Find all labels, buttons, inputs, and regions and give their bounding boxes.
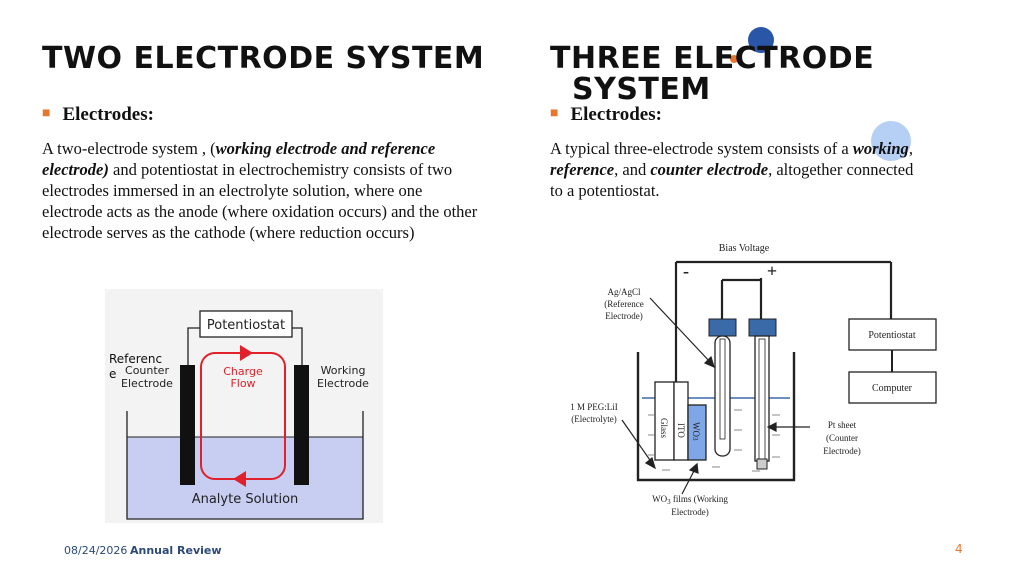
right-para-counter: counter electrode — [650, 160, 769, 179]
wo3-label: WO3 — [691, 422, 701, 441]
right-title: THREE ELECTRODE SYSTEM — [550, 41, 874, 108]
pt-label-3: Electrode) — [823, 446, 860, 456]
right-title-line2: SYSTEM — [572, 72, 711, 107]
two-electrode-svg: Potentiostat Charge Flow Counter Electro… — [121, 310, 369, 520]
callout-arrows — [621, 297, 810, 495]
left-para-post: and potentiostat in electrochemistry con… — [42, 160, 478, 242]
right-para-working: working — [852, 139, 909, 158]
pt-label-2: (Counter — [826, 433, 858, 443]
charge-flow-label-1: Charge — [223, 365, 263, 378]
charge-flow-arrow-top — [240, 345, 253, 361]
footer-review: Annual Review — [130, 544, 222, 557]
decor-circle-light — [871, 121, 911, 161]
right-title-line1: THREE ELECTRODE — [550, 41, 875, 76]
right-para-1: A typical three-electrode system consist… — [550, 139, 853, 158]
wo3-films-label-2: Electrode) — [671, 507, 708, 517]
peg-label-1: 1 M PEG:LiI — [570, 402, 618, 412]
bullet-square-icon: ■ — [42, 106, 51, 121]
potentiostat-box — [848, 318, 937, 351]
right-bullet-label: Electrodes: — [570, 104, 662, 125]
counter-label-1: Counter — [125, 364, 169, 377]
reference-electrode-inner — [719, 338, 726, 440]
two-electrode-diagram: Potentiostat Charge Flow Counter Electro… — [105, 289, 383, 523]
plus-sign: + — [767, 261, 777, 281]
pt-label-1: Pt sheet — [828, 420, 857, 430]
footer-date: 08/24/2026 — [64, 544, 128, 557]
left-bullet: ■ Electrodes: — [42, 104, 154, 126]
ito-layer — [673, 381, 689, 461]
counter-electrode — [180, 365, 195, 485]
left-paragraph: A two-electrode system , (working electr… — [42, 138, 482, 243]
right-para-reference: reference — [550, 160, 615, 179]
beaker-outline — [636, 352, 796, 482]
bullet-square-icon: ■ — [550, 106, 559, 121]
right-paragraph: A typical three-electrode system consist… — [550, 138, 930, 201]
wo3-film — [687, 404, 707, 461]
three-electrode-svg: Bias Voltage - + Potentiostat Computer G… — [570, 243, 937, 517]
working-label-2: Electrode — [317, 377, 369, 390]
electrolyte-hatching — [648, 409, 780, 472]
decor-circle-dark — [748, 27, 774, 53]
right-para-4: , altogether connected to a potentiostat… — [550, 160, 914, 200]
glass-label: Glass — [659, 418, 669, 438]
left-para-bold: working electrode and reference electrod… — [42, 139, 436, 179]
reference-overlay-label: Referenc e — [109, 352, 163, 381]
ito-label: ITO — [676, 423, 686, 438]
charge-flow-label-2: Flow — [230, 377, 255, 390]
pt-sheet — [756, 458, 768, 470]
right-para-3: , and — [614, 160, 651, 179]
page-number: 4 — [955, 542, 963, 556]
working-label-1: Working — [321, 364, 366, 377]
potentiostat-label: Potentiostat — [868, 330, 915, 341]
left-title: TWO ELECTRODE SYSTEM — [42, 41, 485, 76]
counter-electrode-cap — [748, 318, 777, 337]
counter-label-2: Electrode — [121, 377, 173, 390]
agcl-label-1: Ag/AgCl — [607, 287, 641, 297]
potentiostat-label: Potentiostat — [207, 318, 285, 333]
computer-box — [848, 371, 937, 404]
beaker-outline — [126, 411, 364, 520]
bias-voltage-label: Bias Voltage — [719, 243, 770, 254]
left-bullet-label: Electrodes: — [62, 104, 154, 125]
right-para-2: , — [908, 139, 913, 158]
charge-flow-arrow-bottom — [233, 471, 246, 487]
counter-electrode-inner — [758, 338, 766, 460]
wo3-films-label-1: WO3 films (Working — [652, 494, 728, 506]
decor-dot-orange — [730, 55, 738, 63]
peg-label-2: (Electrolyte) — [571, 414, 616, 424]
reference-electrode-cap — [708, 318, 737, 337]
potentiostat-box — [199, 310, 293, 338]
agcl-label-3: Electrode) — [605, 311, 642, 321]
left-para-pre: A two-electrode system , ( — [42, 139, 216, 158]
minus-sign: - — [683, 261, 689, 281]
analyte-label: Analyte Solution — [192, 492, 299, 507]
computer-label: Computer — [872, 383, 913, 394]
working-electrode — [294, 365, 309, 485]
right-bullet: ■ Electrodes: — [550, 104, 662, 126]
agcl-label-2: (Reference — [604, 299, 643, 309]
three-electrode-diagram: Bias Voltage - + Potentiostat Computer G… — [562, 235, 947, 524]
